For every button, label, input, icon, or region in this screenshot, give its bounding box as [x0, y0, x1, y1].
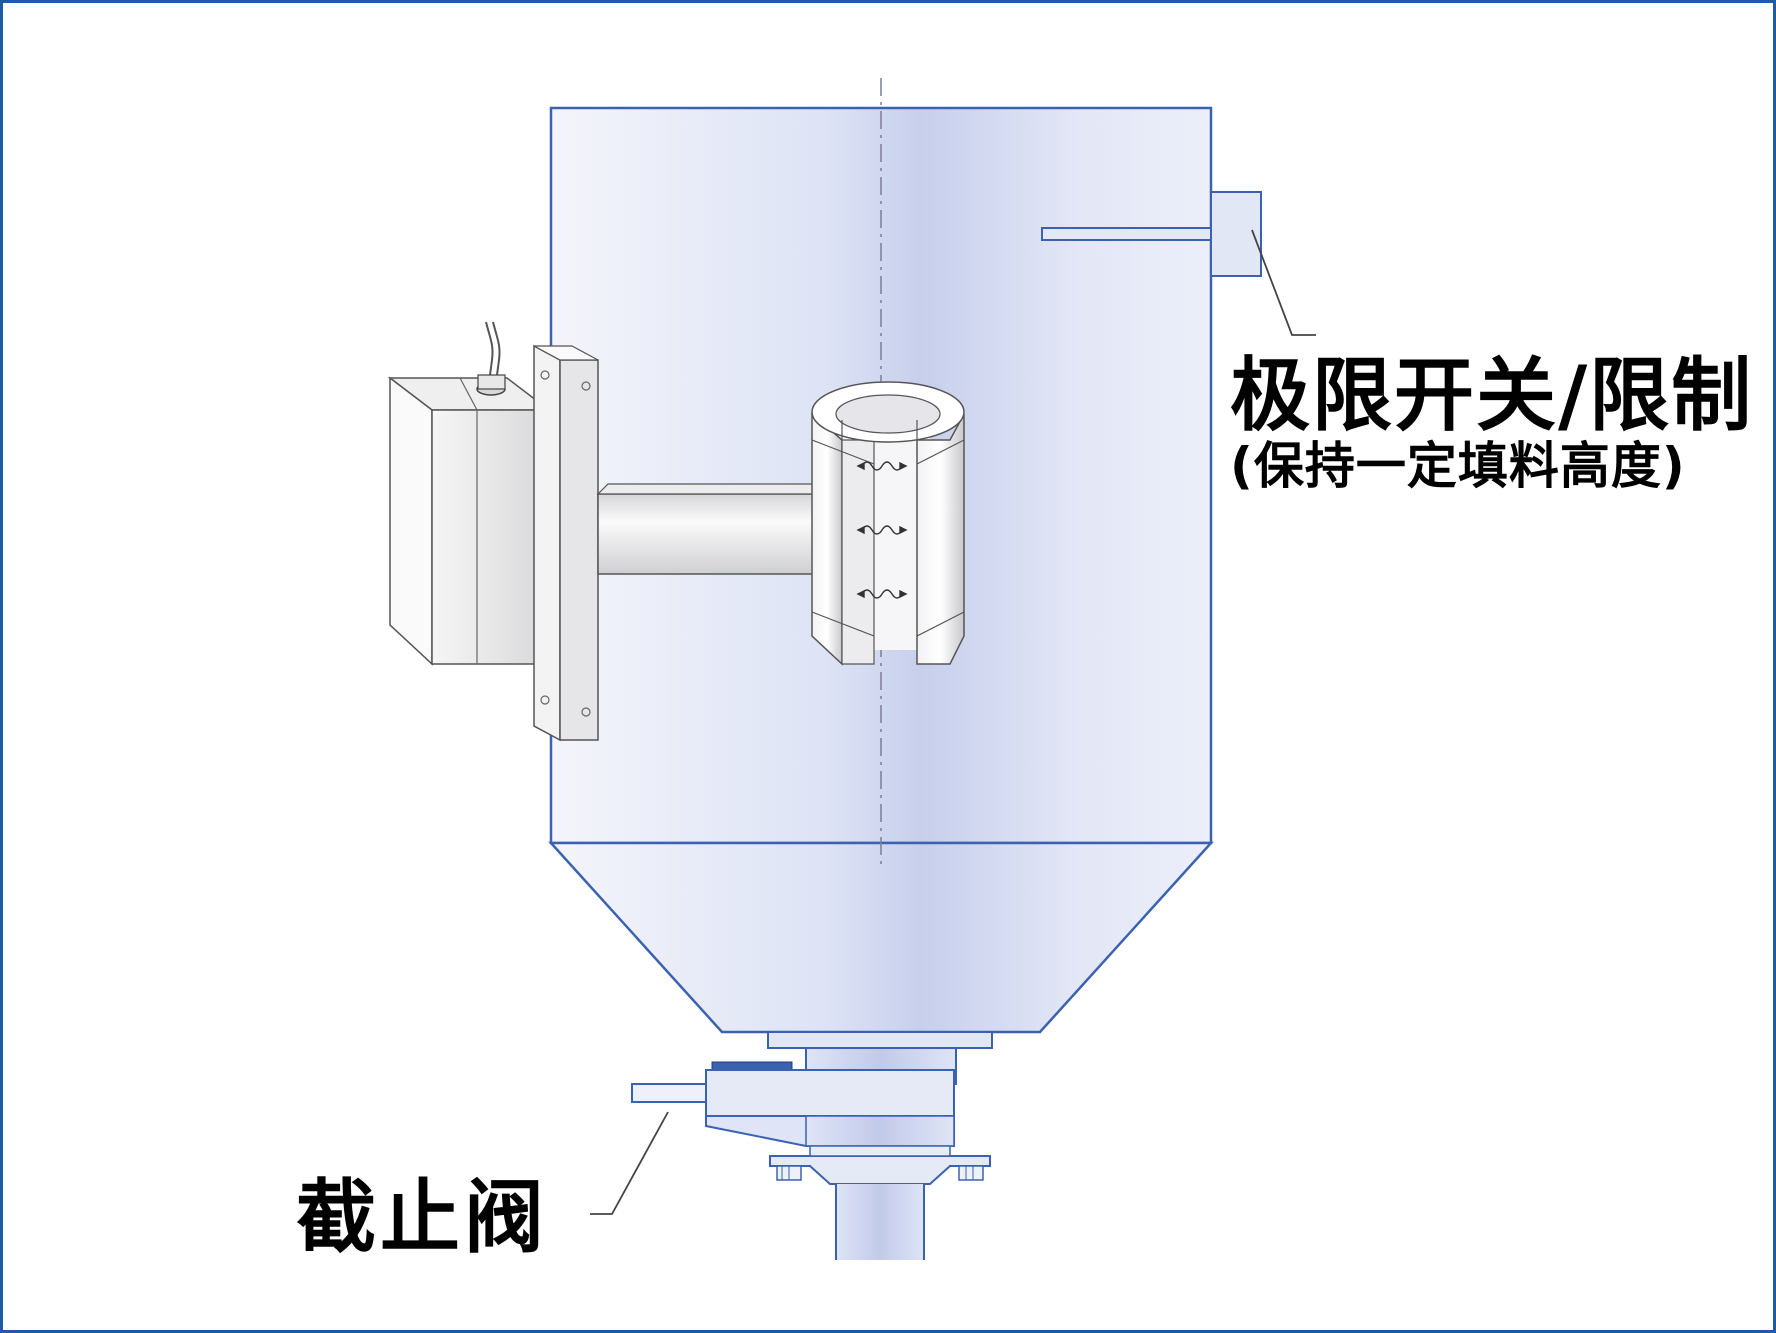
tank-cone — [548, 841, 1214, 1034]
valve-housing — [705, 1069, 955, 1117]
probe-arm — [596, 483, 824, 575]
tube-right-wall — [916, 413, 965, 665]
sensor-box-side — [389, 376, 433, 666]
wave-signals — [856, 461, 908, 599]
limit-switch-label: 极限开关/限制 — [1230, 349, 1754, 442]
outlet-pipe — [836, 1184, 924, 1260]
measuring-tube — [811, 381, 965, 666]
limit-switch-leader-line — [1251, 229, 1316, 336]
valve-leader-line — [590, 1111, 669, 1215]
discharge-assembly — [590, 1031, 993, 1260]
limit-switch-note: (保持一定填料高度) — [1230, 437, 1686, 495]
tube-left-wall — [811, 412, 843, 666]
valve-actuator — [711, 1061, 793, 1071]
sensor-unit — [387, 321, 599, 742]
limit-switch — [1041, 191, 1316, 336]
shutoff-valve-label: 截止阀 — [296, 1171, 548, 1264]
sensor-cable — [485, 321, 494, 376]
discharge-neck-upper — [767, 1031, 993, 1049]
outlet-flange — [769, 1155, 991, 1185]
mounting-flange — [533, 344, 561, 742]
limit-switch-rod — [1041, 227, 1212, 241]
tank — [548, 78, 1214, 1034]
sensor-box-front — [431, 409, 550, 665]
